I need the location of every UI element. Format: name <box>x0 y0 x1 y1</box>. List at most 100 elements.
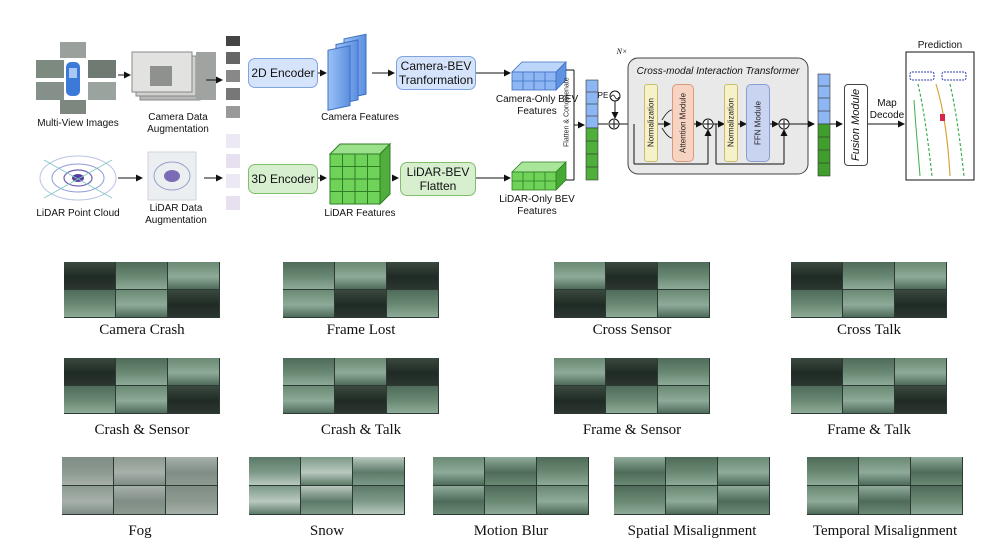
thumbnail-view <box>114 486 165 514</box>
thumbnail-view <box>537 486 588 514</box>
corruption-label: Cross Talk <box>836 322 902 338</box>
camera-features-label: Camera Features <box>321 112 399 123</box>
thumbnail-view <box>895 262 946 289</box>
thumbnail-view <box>335 290 386 317</box>
thumbnail-view <box>166 486 217 514</box>
thumbnail-view <box>62 457 113 485</box>
thumbnail-view <box>606 290 657 317</box>
thumbnail-view <box>554 358 605 385</box>
normalization-1-box: Normalization <box>644 84 658 162</box>
prediction-map-icon <box>905 51 975 181</box>
thumbnail-view <box>387 290 438 317</box>
corruption-thumbnail <box>64 358 220 414</box>
thumbnail-view <box>658 262 709 289</box>
map-decode-label: Map Decode <box>869 98 905 121</box>
camera-augmentation-icon <box>131 51 216 101</box>
thumbnail-view <box>335 358 386 385</box>
thumbnail-view <box>168 358 219 385</box>
lidar-augmented-thumbs-icon <box>226 134 240 210</box>
normalization-2-box: Normalization <box>724 84 738 162</box>
thumbnail-view <box>301 457 352 485</box>
token-sequence-icon <box>585 79 599 181</box>
thumbnail-view <box>843 290 894 317</box>
thumbnail-view <box>64 262 115 289</box>
thumbnail-view <box>606 262 657 289</box>
thumbnail-view <box>614 486 665 514</box>
thumbnail-view <box>433 486 484 514</box>
thumbnail-view <box>283 262 334 289</box>
thumbnail-view <box>666 457 717 485</box>
corruption-label: Temporal Misalignment <box>812 523 958 539</box>
lidar-bev-flatten-box: LiDAR-BEV Flatten <box>400 162 476 196</box>
thumbnail-view <box>116 386 167 413</box>
thumbnail-view <box>843 358 894 385</box>
thumbnail-view <box>64 358 115 385</box>
thumbnail-view <box>843 386 894 413</box>
thumbnail-view <box>843 262 894 289</box>
thumbnail-view <box>353 457 404 485</box>
thumbnail-view <box>859 486 910 514</box>
corruption-thumbnail <box>62 457 218 515</box>
ffn-module-box: FFN Module <box>746 84 770 162</box>
corruption-label: Cross Sensor <box>592 322 672 338</box>
flatten-concat-label: Flatten & Concatenate <box>563 77 571 147</box>
thumbnail-view <box>283 290 334 317</box>
thumbnail-view <box>116 358 167 385</box>
thumbnail-view <box>116 262 167 289</box>
thumbnail-view <box>433 457 484 485</box>
thumbnail-view <box>554 290 605 317</box>
thumbnail-view <box>537 457 588 485</box>
pe-label: PE <box>597 91 609 100</box>
camera-bev-label: Camera-Only BEV Features <box>495 94 579 117</box>
thumbnail-view <box>554 386 605 413</box>
thumbnail-view <box>606 386 657 413</box>
camera-augmented-thumbs-icon <box>226 36 240 118</box>
lidar-features-label: LiDAR Features <box>324 208 396 219</box>
lidar-features-icon <box>328 142 392 206</box>
thumbnail-view <box>718 457 769 485</box>
corruption-label: Frame Lost <box>326 322 396 338</box>
corruption-thumbnail <box>433 457 589 515</box>
thumbnail-view <box>168 290 219 317</box>
thumbnail-view <box>283 358 334 385</box>
thumbnail-view <box>895 358 946 385</box>
corruption-thumbnail <box>554 358 710 414</box>
thumbnail-view <box>485 457 536 485</box>
corruption-thumbnail <box>283 358 439 414</box>
camera-bev-icon <box>511 61 567 91</box>
thumbnail-view <box>658 358 709 385</box>
corruption-label: Spatial Misalignment <box>627 523 757 539</box>
thumbnail-view <box>387 386 438 413</box>
thumbnail-view <box>283 386 334 413</box>
thumbnail-view <box>606 358 657 385</box>
corruption-label: Motion Blur <box>473 523 549 539</box>
attention-module-box: Attention Module <box>672 84 694 162</box>
corruption-label: Camera Crash <box>99 322 185 338</box>
corruption-thumbnail <box>791 262 947 318</box>
thumbnail-view <box>791 262 842 289</box>
lidar-bev-icon <box>511 161 567 191</box>
corruption-thumbnail <box>791 358 947 414</box>
thumbnail-view <box>658 386 709 413</box>
thumbnail-view <box>859 457 910 485</box>
thumbnail-view <box>911 486 962 514</box>
thumbnail-view <box>895 290 946 317</box>
fusion-module-box: Fusion Module <box>844 84 868 166</box>
thumbnail-view <box>485 486 536 514</box>
thumbnail-view <box>166 457 217 485</box>
corruption-thumbnail <box>554 262 710 318</box>
corruption-thumbnail <box>64 262 220 318</box>
corruption-thumbnail <box>614 457 770 515</box>
thumbnail-view <box>62 486 113 514</box>
thumbnail-view <box>387 358 438 385</box>
2d-encoder-box: 2D Encoder <box>248 58 318 88</box>
thumbnail-view <box>168 262 219 289</box>
repeat-label: N× <box>616 47 628 56</box>
thumbnail-view <box>353 486 404 514</box>
thumbnail-view <box>64 386 115 413</box>
thumbnail-view <box>114 457 165 485</box>
lidar-point-cloud-icon <box>39 155 117 201</box>
thumbnail-view <box>614 457 665 485</box>
thumbnail-view <box>335 262 386 289</box>
3d-encoder-box: 3D Encoder <box>248 164 318 194</box>
